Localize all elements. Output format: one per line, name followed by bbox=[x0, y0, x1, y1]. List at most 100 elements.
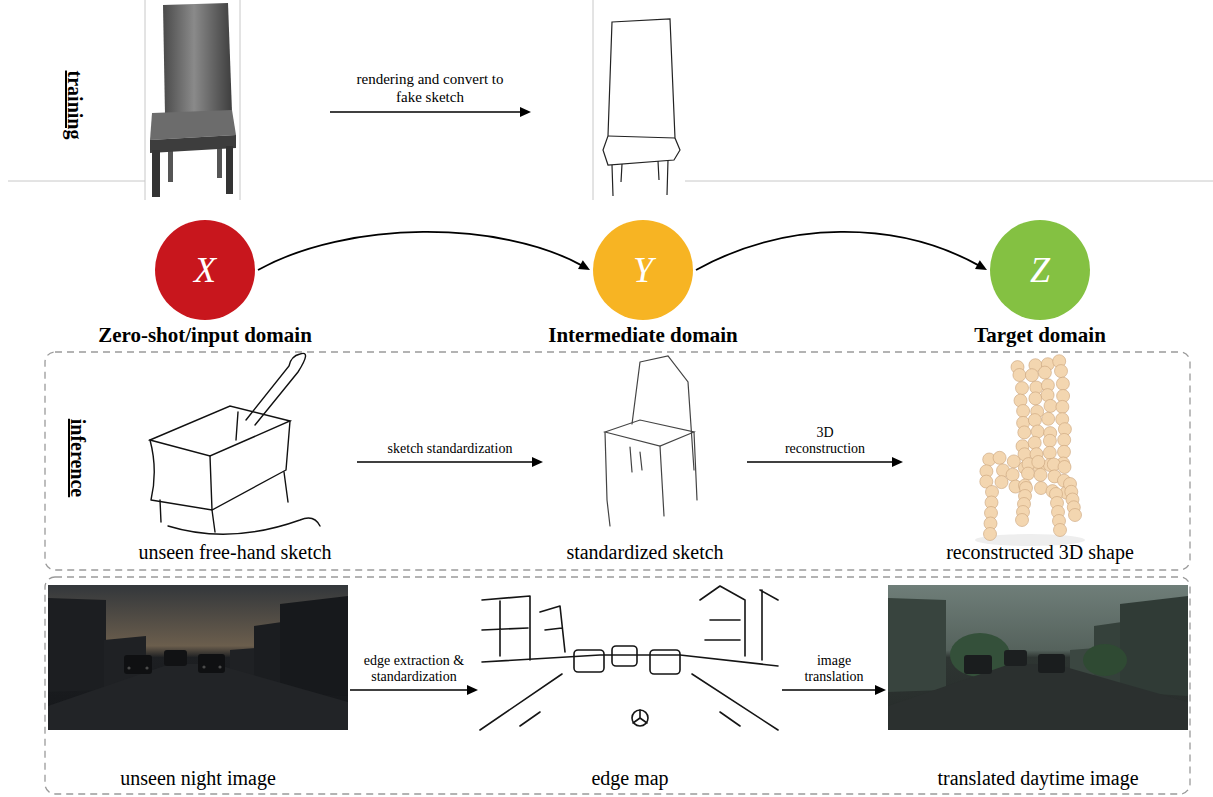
cloud-point bbox=[1038, 366, 1051, 379]
connector-line bbox=[747, 461, 894, 462]
domain-letter: Z bbox=[1030, 250, 1050, 290]
building bbox=[280, 596, 348, 696]
frame-lines bbox=[8, 0, 1213, 200]
chair-seat bbox=[150, 110, 236, 140]
sketch-stroke bbox=[608, 136, 675, 138]
rendered-chair bbox=[150, 3, 236, 197]
cloud-point bbox=[1018, 426, 1031, 439]
cloud-point bbox=[1022, 467, 1035, 480]
sketch-stroke bbox=[605, 420, 694, 446]
cloud-point bbox=[1069, 509, 1082, 522]
sketch-stroke bbox=[150, 406, 290, 456]
cloud-point bbox=[1056, 400, 1069, 413]
arrow-connector bbox=[357, 457, 543, 467]
connector-line bbox=[258, 232, 582, 270]
arrow-head bbox=[520, 107, 531, 117]
chair-leg bbox=[226, 146, 233, 194]
tree bbox=[1083, 644, 1127, 676]
cloud-point bbox=[995, 476, 1008, 489]
arrow-head bbox=[975, 260, 987, 270]
cloud-point bbox=[1032, 456, 1045, 469]
domain-circle: XZero-shot/input domain bbox=[155, 220, 255, 320]
dashed-panel bbox=[45, 577, 1190, 794]
image-panel: standardized sketch bbox=[545, 356, 745, 564]
image-panel: unseen night image bbox=[48, 585, 348, 790]
shape-g bbox=[480, 586, 778, 730]
edge-stroke bbox=[700, 586, 778, 660]
training-arrow bbox=[330, 107, 531, 117]
cloud-point bbox=[1006, 468, 1019, 481]
image-panel: edge map bbox=[480, 582, 780, 790]
cloud-point bbox=[984, 528, 997, 541]
car bbox=[1004, 650, 1027, 666]
image-caption: unseen night image bbox=[48, 766, 348, 790]
cloud-point bbox=[1055, 365, 1068, 378]
sketch-stroke bbox=[605, 432, 697, 526]
edge-stroke bbox=[480, 674, 778, 730]
cloud-point bbox=[1042, 412, 1055, 425]
arrow-head bbox=[578, 260, 590, 270]
arrow-connector bbox=[747, 457, 903, 467]
domain-heading: Target domain bbox=[974, 323, 1106, 347]
domain-letter: X bbox=[194, 250, 216, 290]
cloud-point bbox=[1043, 446, 1056, 459]
day-image bbox=[888, 585, 1188, 730]
image-caption: unseen free-hand sketch bbox=[115, 540, 355, 564]
edge-map-ground bbox=[480, 582, 780, 732]
car-light bbox=[145, 666, 148, 669]
edge-car bbox=[612, 646, 637, 666]
chair-leg bbox=[152, 150, 160, 197]
sketch-stroke bbox=[612, 160, 668, 196]
cloud-point bbox=[1025, 369, 1038, 382]
frame-line bbox=[8, 181, 145, 182]
building bbox=[888, 598, 946, 692]
edge-label: image translation bbox=[786, 653, 882, 685]
cloud-point bbox=[1034, 468, 1047, 481]
car bbox=[964, 655, 992, 674]
cloud-point bbox=[1029, 392, 1042, 405]
frame-line bbox=[685, 181, 1213, 182]
domain-letter: Y bbox=[633, 250, 653, 290]
cloud-point bbox=[993, 451, 1006, 464]
domain-circle: ZTarget domain bbox=[990, 220, 1090, 320]
chair-seat-front bbox=[150, 135, 236, 153]
frame-line bbox=[240, 0, 241, 200]
chair-back bbox=[163, 3, 232, 115]
dashed-panel bbox=[45, 352, 1190, 570]
cloud-point bbox=[1031, 425, 1044, 438]
image-panel: unseen free-hand sketch bbox=[115, 356, 355, 564]
connector-line bbox=[357, 461, 534, 462]
point-cloud bbox=[975, 355, 1085, 546]
cloud-point bbox=[1054, 524, 1067, 537]
edge-stroke bbox=[482, 596, 565, 660]
arrow-head bbox=[467, 685, 478, 695]
domain-heading: Zero-shot/input domain bbox=[98, 323, 312, 347]
edge-label: 3D reconstruction bbox=[775, 425, 875, 457]
edge-label: sketch standardization bbox=[385, 441, 515, 457]
arrow-head bbox=[875, 685, 886, 695]
sketch-stroke bbox=[150, 421, 290, 510]
edge-map bbox=[480, 582, 780, 732]
car-light bbox=[218, 665, 221, 668]
edge-label: edge extraction & standardization bbox=[352, 653, 476, 685]
sketch-stroke bbox=[632, 356, 694, 470]
edge-stroke bbox=[482, 655, 778, 666]
connector-line bbox=[350, 689, 469, 690]
cloud-point bbox=[1028, 436, 1041, 449]
car bbox=[164, 650, 187, 666]
arrow-head bbox=[532, 457, 543, 467]
freehand-sketch bbox=[150, 353, 320, 534]
arrow-head bbox=[892, 457, 903, 467]
arrow-connector bbox=[350, 685, 478, 695]
edge-car bbox=[574, 650, 604, 672]
sketch-stroke bbox=[246, 353, 306, 425]
sketch-stroke bbox=[160, 412, 288, 532]
connector-line bbox=[782, 689, 877, 690]
road bbox=[888, 664, 1188, 730]
sketch-stroke bbox=[603, 19, 680, 165]
image-caption: reconstructed 3D shape bbox=[905, 540, 1175, 564]
car-light bbox=[127, 666, 130, 669]
arrow-connector bbox=[696, 232, 987, 270]
sketch-stroke bbox=[168, 518, 320, 534]
